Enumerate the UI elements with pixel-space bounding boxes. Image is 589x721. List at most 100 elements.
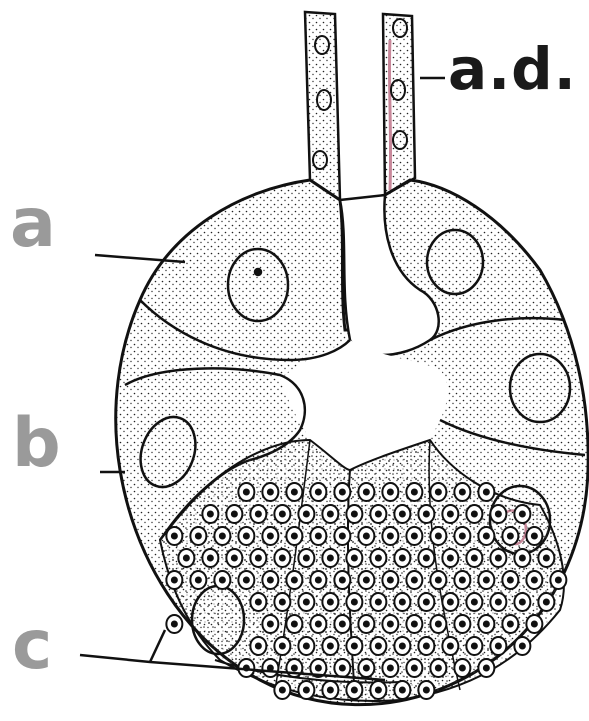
nucleolus — [340, 666, 345, 671]
nucleolus — [388, 578, 393, 583]
label-b: b — [12, 410, 61, 478]
nucleolus — [532, 578, 537, 583]
nucleolus — [424, 644, 429, 649]
nucleolus — [352, 644, 357, 649]
nucleolus — [448, 644, 453, 649]
nucleolus — [388, 666, 393, 671]
nucleolus — [172, 534, 177, 539]
nucleolus — [496, 644, 501, 649]
nucleolus — [292, 578, 297, 583]
nucleolus — [424, 600, 429, 605]
nucleolus — [376, 600, 381, 605]
nucleolus — [532, 534, 537, 539]
nucleolus — [316, 666, 321, 671]
nucleolus — [292, 666, 297, 671]
nucleolus — [544, 556, 549, 561]
nucleolus — [496, 512, 501, 517]
nucleolus — [208, 556, 213, 561]
nucleolus — [436, 666, 441, 671]
leader-c-branch — [150, 630, 165, 662]
nucleolus — [376, 512, 381, 517]
nucleolus — [412, 490, 417, 495]
nucleolus — [448, 600, 453, 605]
nucleolus — [412, 666, 417, 671]
nucleolus — [376, 556, 381, 561]
nucleolus — [400, 644, 405, 649]
nucleolus — [352, 688, 357, 693]
nucleolus — [316, 622, 321, 627]
nucleolus — [340, 578, 345, 583]
nucleolus — [376, 688, 381, 693]
nucleolus — [472, 556, 477, 561]
nucleolus — [472, 512, 477, 517]
nucleolus — [436, 534, 441, 539]
nucleolus — [292, 622, 297, 627]
nucleolus — [436, 578, 441, 583]
nucleolus — [340, 490, 345, 495]
nucleolus — [424, 688, 429, 693]
nucleolus — [256, 644, 261, 649]
nucleolus — [424, 512, 429, 517]
nucleolus — [520, 556, 525, 561]
nucleolus — [268, 534, 273, 539]
duct — [305, 12, 415, 200]
nucleolus — [436, 622, 441, 627]
nucleolus — [304, 600, 309, 605]
nucleolus — [256, 512, 261, 517]
nucleolus — [424, 556, 429, 561]
nucleolus — [484, 578, 489, 583]
nucleolus — [304, 556, 309, 561]
nucleolus — [280, 512, 285, 517]
nucleolus — [268, 622, 273, 627]
nucleolus — [412, 622, 417, 627]
nucleolus — [340, 534, 345, 539]
nucleolus — [472, 644, 477, 649]
nucleolus — [400, 556, 405, 561]
nucleolus — [388, 622, 393, 627]
nucleolus — [400, 512, 405, 517]
nucleolus — [448, 556, 453, 561]
nucleolus — [400, 688, 405, 693]
nucleolus — [412, 578, 417, 583]
nucleolus — [436, 490, 441, 495]
nucleolus — [268, 490, 273, 495]
nucleolus — [364, 622, 369, 627]
label-a: a — [10, 190, 56, 258]
nucleolus — [460, 490, 465, 495]
nucleolus — [532, 622, 537, 627]
nucleolus — [244, 534, 249, 539]
nucleolus — [244, 490, 249, 495]
nucleolus — [520, 512, 525, 517]
nucleolus — [232, 556, 237, 561]
nucleolus — [520, 600, 525, 605]
nucleolus — [388, 534, 393, 539]
nucleolus — [328, 556, 333, 561]
nucleolus — [460, 534, 465, 539]
nucleolus — [292, 534, 297, 539]
nucleolus — [280, 644, 285, 649]
nucleolus — [460, 578, 465, 583]
nucleolus — [244, 578, 249, 583]
nucleolus — [496, 600, 501, 605]
nucleolus — [352, 512, 357, 517]
nucleolus — [556, 578, 561, 583]
nucleolus — [268, 578, 273, 583]
nucleolus — [268, 666, 273, 671]
nucleolus — [328, 512, 333, 517]
nucleolus — [280, 688, 285, 693]
nucleolus — [400, 600, 405, 605]
nucleolus — [484, 622, 489, 627]
nucleolus — [364, 490, 369, 495]
nucleolus — [364, 578, 369, 583]
nucleolus — [544, 600, 549, 605]
nucleolus — [304, 688, 309, 693]
nucleolus — [328, 600, 333, 605]
nucleolus — [280, 600, 285, 605]
nucleolus — [484, 666, 489, 671]
label-c: c — [12, 612, 52, 680]
nucleolus — [460, 622, 465, 627]
nucleolus — [412, 534, 417, 539]
nucleolus — [304, 512, 309, 517]
